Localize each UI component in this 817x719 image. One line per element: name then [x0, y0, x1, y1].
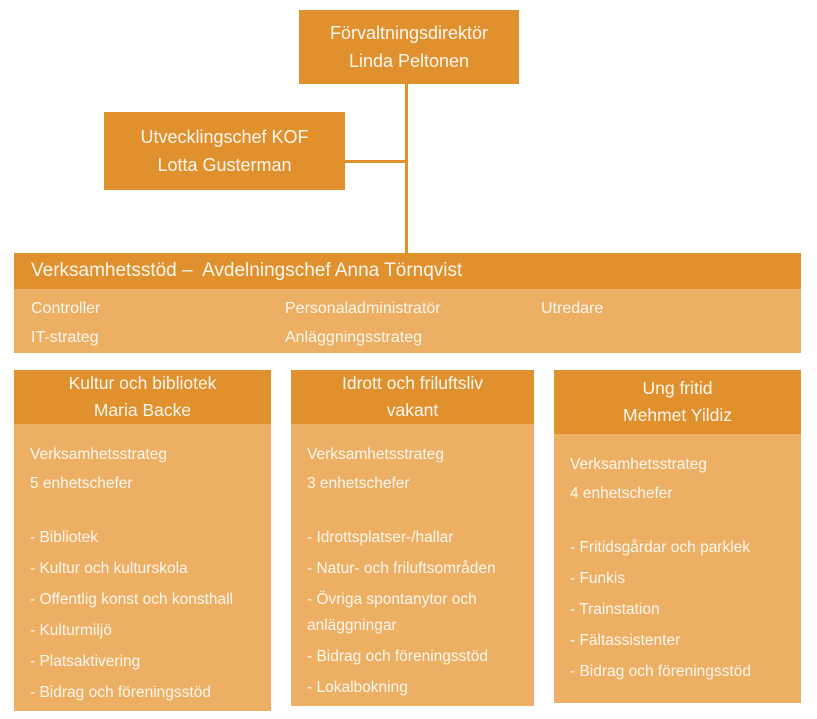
- connector-horizontal-line: [345, 160, 405, 163]
- department-manager: Maria Backe: [93, 400, 192, 420]
- department-unit: - Kulturmiljö: [30, 622, 112, 639]
- departments-row: Kultur och bibliotek Maria Backe Verksam…: [14, 370, 801, 711]
- department-header: Kultur och bibliotek Maria Backe: [14, 370, 271, 424]
- support-role: Utredare: [541, 300, 604, 317]
- department-unit: - Kultur och kulturskola: [30, 560, 188, 577]
- department-unit: - Idrottsplatser-/hallar: [307, 529, 454, 546]
- director-title: Förvaltningsdirektör: [329, 23, 489, 43]
- support-role: Controller: [31, 300, 101, 317]
- department-title: Idrott och friluftsliv: [341, 373, 484, 393]
- department-card-ung-fritid: Ung fritid Mehmet Yildiz Verksamhetsstra…: [554, 370, 801, 703]
- support-column-3: Utredare: [541, 294, 801, 353]
- department-strategist: Verksamhetsstrateg: [307, 446, 444, 463]
- director-box: Förvaltningsdirektör Linda Peltonen: [299, 10, 519, 84]
- connector-vertical-line: [405, 84, 408, 254]
- support-role: Anläggningsstrateg: [285, 329, 422, 346]
- department-unit: - Fältassistenter: [570, 632, 681, 649]
- department-header: Idrott och friluftsliv vakant: [291, 370, 534, 424]
- department-unit: - Trainstation: [570, 601, 660, 618]
- department-unit-list: - Bibliotek - Kultur och kulturskola - O…: [30, 525, 263, 706]
- development-chief-box: Utvecklingschef KOF Lotta Gusterman: [104, 112, 345, 190]
- support-column-1: Controller IT-strateg: [31, 294, 285, 353]
- department-manager: vakant: [386, 400, 439, 420]
- department-title: Ung fritid: [642, 378, 713, 398]
- department-body: Verksamhetsstrateg 4 enhetschefer - Frit…: [554, 434, 801, 703]
- development-chief-title: Utvecklingschef KOF: [140, 127, 309, 147]
- department-unit: - Bibliotek: [30, 529, 99, 546]
- department-strategist: Verksamhetsstrateg: [570, 456, 707, 473]
- department-body: Verksamhetsstrateg 5 enhetschefer - Bibl…: [14, 424, 271, 711]
- department-unit: - Lokalbokning: [307, 679, 408, 696]
- department-unit-heads: 5 enhetschefer: [30, 475, 133, 492]
- support-role: Personaladministratör: [285, 300, 441, 317]
- support-bar: Verksamhetsstöd – Avdelningschef Anna Tö…: [14, 253, 801, 353]
- department-title: Kultur och bibliotek: [68, 373, 217, 393]
- support-bar-header: Verksamhetsstöd – Avdelningschef Anna Tö…: [14, 253, 801, 289]
- development-chief-name: Lotta Gusterman: [157, 155, 292, 175]
- department-unit: - Fritidsgårdar och parklek: [570, 539, 751, 556]
- department-card-idrott: Idrott och friluftsliv vakant Verksamhet…: [291, 370, 534, 706]
- director-name: Linda Peltonen: [348, 51, 470, 71]
- department-unit: - Övriga spontanytor och anläggningar: [307, 591, 477, 634]
- department-unit: - Bidrag och föreningsstöd: [30, 684, 211, 701]
- department-manager: Mehmet Yildiz: [623, 405, 732, 425]
- department-unit-heads: 3 enhetschefer: [307, 475, 410, 492]
- department-unit: - Bidrag och föreningsstöd: [570, 663, 751, 680]
- department-unit: - Natur- och friluftsområden: [307, 560, 496, 577]
- department-strategist: Verksamhetsstrateg: [30, 446, 167, 463]
- support-column-2: Personaladministratör Anläggningsstrateg: [285, 294, 541, 353]
- department-unit-heads: 4 enhetschefer: [570, 485, 673, 502]
- department-card-kultur: Kultur och bibliotek Maria Backe Verksam…: [14, 370, 271, 711]
- department-header: Ung fritid Mehmet Yildiz: [554, 370, 801, 434]
- support-role: IT-strateg: [31, 329, 99, 346]
- department-unit: - Funkis: [570, 570, 626, 587]
- department-body: Verksamhetsstrateg 3 enhetschefer - Idro…: [291, 424, 534, 706]
- department-unit: - Platsaktivering: [30, 653, 141, 670]
- department-unit-list: - Idrottsplatser-/hallar - Natur- och fr…: [307, 525, 526, 701]
- support-bar-body: Controller IT-strateg Personaladministra…: [14, 289, 801, 353]
- department-unit-list: - Fritidsgårdar och parklek - Funkis - T…: [570, 535, 793, 685]
- department-unit: - Bidrag och föreningsstöd: [307, 648, 488, 665]
- department-unit: - Offentlig konst och konsthall: [30, 591, 234, 608]
